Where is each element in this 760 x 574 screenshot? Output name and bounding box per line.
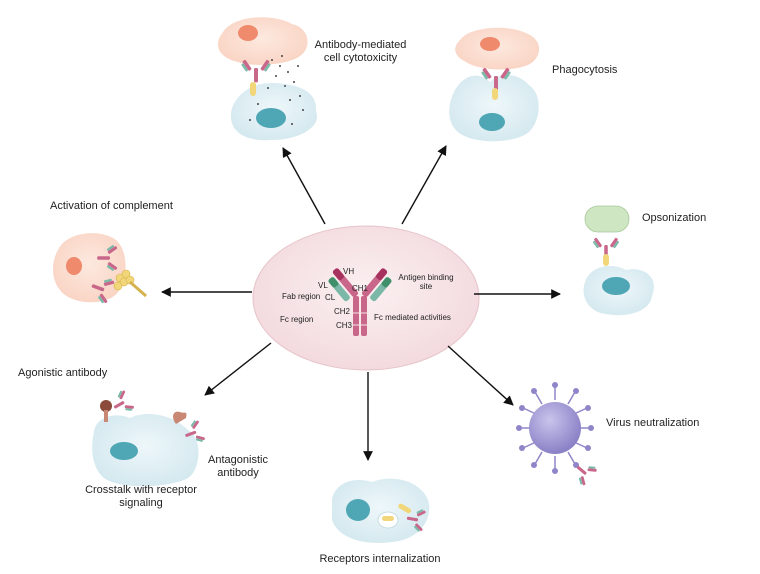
opsonization-label: Opsonization bbox=[642, 212, 707, 224]
adcc-label-line2: cell cytotoxicity bbox=[323, 52, 398, 64]
antigen-binding-line1: Antigen binding bbox=[398, 273, 454, 282]
ch1-label: CH1 bbox=[352, 284, 369, 293]
virus-label: Virus neutralization bbox=[606, 417, 700, 429]
virus-illustration bbox=[516, 382, 599, 488]
fab-region-label: Fab region bbox=[282, 292, 321, 301]
arrow-crosstalk bbox=[204, 342, 272, 396]
antagonistic-label-line2: antibody bbox=[217, 467, 259, 479]
antagonistic-label-line1: Antagonistic bbox=[208, 454, 268, 466]
central-antibody bbox=[328, 268, 392, 336]
antigen-binding-label: Antigen binding site bbox=[392, 273, 460, 291]
adcc-illustration bbox=[217, 17, 317, 141]
opsonization-illustration bbox=[583, 205, 654, 316]
crosstalk-label: Crosstalk with receptor signaling bbox=[66, 484, 216, 510]
internalization-illustration bbox=[332, 478, 430, 544]
complement-illustration bbox=[53, 233, 147, 306]
vh-label: VH bbox=[343, 267, 355, 276]
ch2-label: CH2 bbox=[334, 307, 351, 316]
arrow-virus bbox=[447, 345, 514, 406]
fc-region-label: Fc region bbox=[280, 315, 314, 324]
phagocytosis-illustration bbox=[449, 27, 540, 142]
agonistic-label: Agonistic antibody bbox=[18, 367, 108, 379]
crosstalk-label-line1: Crosstalk with receptor bbox=[85, 484, 197, 496]
vl-label: VL bbox=[318, 281, 328, 290]
cl-label: CL bbox=[325, 293, 336, 302]
crosstalk-illustration bbox=[92, 388, 207, 487]
adcc-label: Antibody-mediated cell cytotoxicity bbox=[303, 39, 418, 65]
fc-mediated-label: Fc mediated activities bbox=[374, 313, 451, 322]
ch3-label: CH3 bbox=[336, 321, 353, 330]
internalization-label: Receptors internalization bbox=[319, 553, 441, 565]
complement-label: Activation of complement bbox=[50, 200, 173, 212]
arrow-adcc bbox=[282, 147, 326, 225]
phagocytosis-label: Phagocytosis bbox=[552, 64, 618, 76]
adcc-label-line1: Antibody-mediated bbox=[314, 39, 407, 51]
crosstalk-label-line2: signaling bbox=[119, 497, 163, 509]
antigen-binding-line2: site bbox=[419, 282, 433, 291]
arrow-phagocytosis bbox=[401, 145, 447, 225]
antagonistic-label: Antagonistic antibody bbox=[198, 454, 278, 480]
arrows bbox=[161, 145, 561, 461]
